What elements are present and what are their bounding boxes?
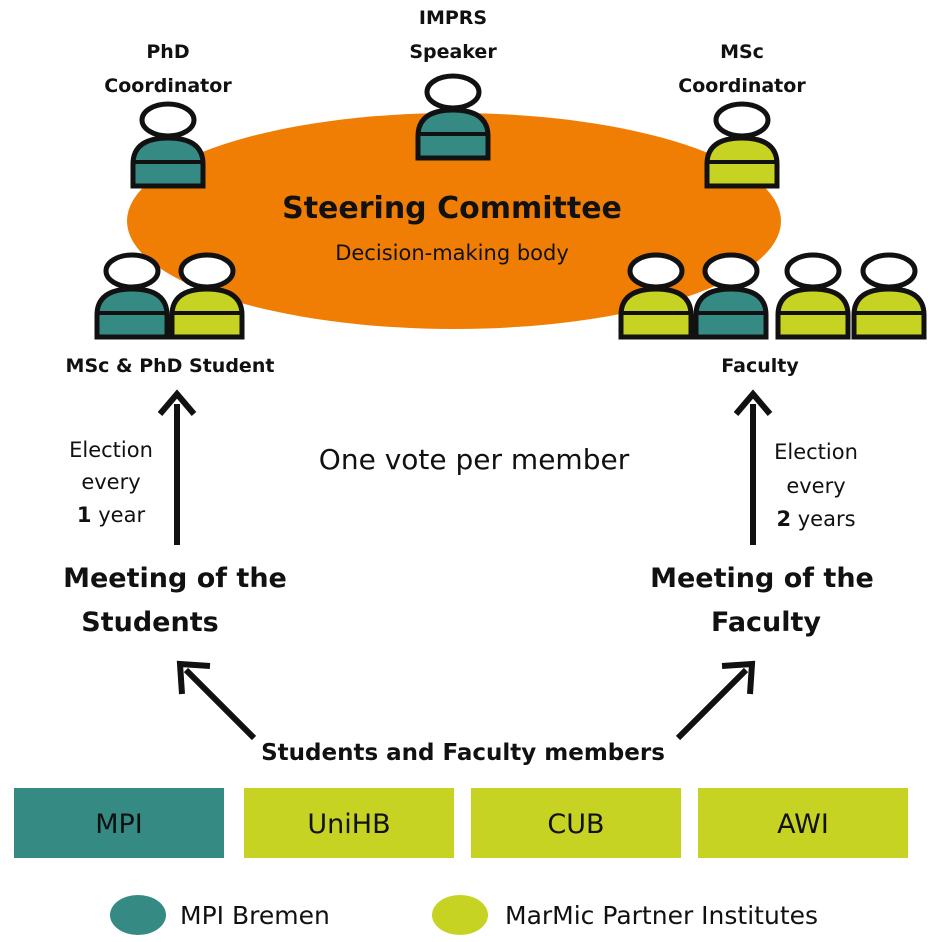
student-person-icon — [94, 252, 170, 340]
legend-label: MarMic Partner Institutes — [505, 901, 818, 930]
phd-coordinator-label-line1: PhD — [146, 41, 189, 63]
faculty-person-icon — [693, 252, 769, 340]
people-icons — [94, 73, 927, 340]
institute-box-awi: AWI — [698, 788, 908, 858]
legend-item-mpi: MPI Bremen — [110, 895, 330, 935]
institute-name: CUB — [547, 809, 604, 840]
msc-coordinator-label-line2: Coordinator — [678, 75, 806, 97]
institute-box-bg — [14, 788, 224, 858]
institutes-row: MPI UniHB CUB AWI — [14, 788, 908, 858]
institute-name: UniHB — [307, 809, 390, 840]
faculty-election-number: 2 — [776, 507, 791, 531]
imprs-speaker-person-icon — [415, 73, 491, 161]
students-group-label: MSc & PhD Student — [66, 355, 275, 377]
faculty-election-unit: years — [791, 507, 855, 531]
students-election-number: 1 — [77, 503, 92, 527]
students-meeting-line1: Meeting of the — [63, 563, 287, 594]
person-head — [713, 101, 771, 139]
students-election-line2: every — [81, 470, 140, 494]
institute-box-bg — [471, 788, 681, 858]
imprs-speaker-label-line2: Speaker — [409, 41, 497, 63]
students-election-arrow — [157, 389, 197, 545]
legend-swatch — [110, 895, 166, 935]
faculty-election-arrow — [733, 389, 773, 545]
person-head — [784, 252, 842, 290]
faculty-election-line3: 2 years — [776, 507, 855, 531]
person-head — [178, 252, 236, 290]
committee-title: Steering Committee — [282, 191, 622, 226]
faculty-election-line2: every — [786, 474, 845, 498]
person-head — [702, 252, 760, 290]
steering-committee-ellipse — [127, 113, 781, 329]
students-election-line1: Election — [69, 438, 153, 462]
to-students-meeting-arrow — [176, 660, 257, 741]
students-election-unit: year — [92, 503, 146, 527]
phd-coordinator-label-line2: Coordinator — [104, 75, 232, 97]
legend: MPI Bremen MarMic Partner Institutes — [110, 895, 818, 935]
institute-box-bg — [244, 788, 454, 858]
faculty-meeting-line2: Faculty — [711, 607, 821, 638]
imprs-speaker-label-line1: IMPRS — [419, 7, 487, 29]
faculty-person-icon — [775, 252, 851, 340]
legend-item-partner: MarMic Partner Institutes — [432, 895, 818, 935]
faculty-election-line1: Election — [774, 440, 858, 464]
institute-name: AWI — [777, 809, 829, 840]
faculty-group-label: Faculty — [721, 355, 799, 377]
msc-coordinator-label-line1: MSc — [720, 41, 764, 63]
vote-note: One vote per member — [319, 443, 630, 476]
faculty-person-icon — [851, 252, 927, 340]
students-meeting-line2: Students — [81, 607, 218, 638]
faculty-person-icon — [618, 252, 694, 340]
students-election-line3: 1 year — [77, 503, 146, 527]
phd-coordinator-person-icon — [130, 101, 206, 189]
institute-name: MPI — [95, 809, 143, 840]
person-head — [103, 252, 161, 290]
to-faculty-meeting-arrow — [675, 660, 756, 741]
committee-subtitle: Decision-making body — [335, 241, 569, 265]
institute-box-mpi: MPI — [14, 788, 224, 858]
legend-swatch — [432, 895, 488, 935]
msc-coordinator-person-icon — [704, 101, 780, 189]
faculty-meeting-line1: Meeting of the — [650, 563, 874, 594]
institute-box-unihb: UniHB — [244, 788, 454, 858]
members-label: Students and Faculty members — [261, 740, 665, 766]
student-person-icon — [169, 252, 245, 340]
person-head — [424, 73, 482, 111]
institute-box-bg — [698, 788, 908, 858]
person-head — [139, 101, 197, 139]
institute-box-cub: CUB — [471, 788, 681, 858]
person-head — [627, 252, 685, 290]
legend-label: MPI Bremen — [180, 901, 330, 930]
person-head — [860, 252, 918, 290]
